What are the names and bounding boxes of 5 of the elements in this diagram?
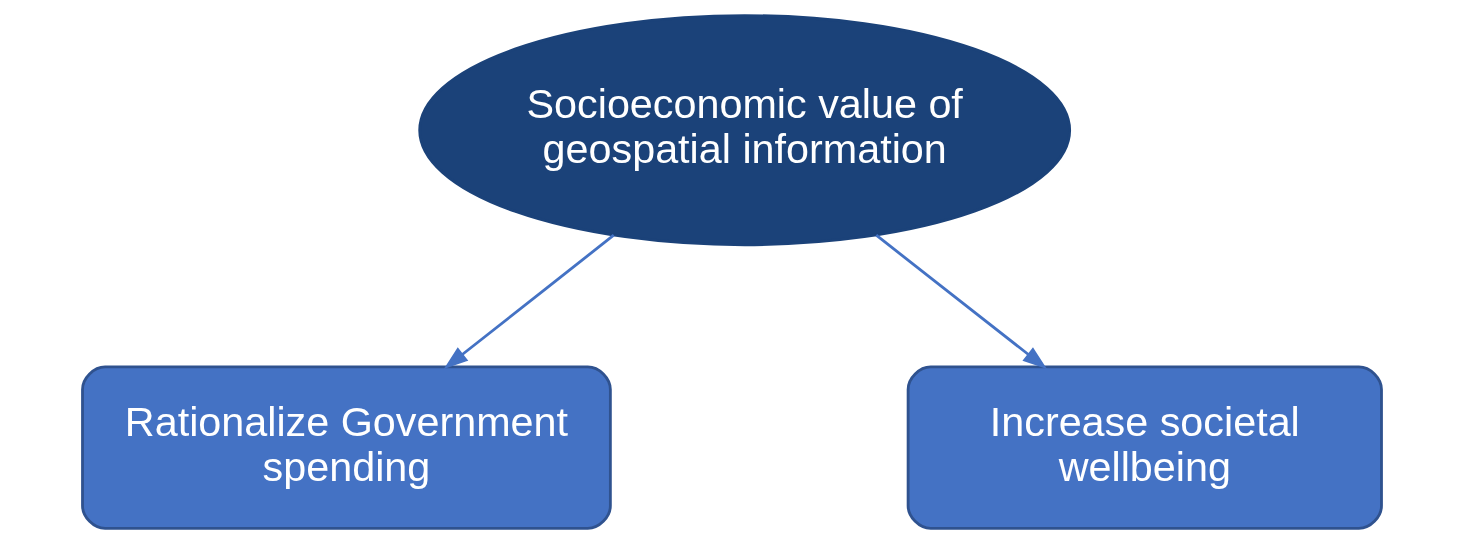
node-box: Rationalize Government spending xyxy=(80,365,612,530)
node-ellipse: Socioeconomic value of geospatial information xyxy=(417,14,1071,247)
arrow xyxy=(874,234,1047,370)
node-box: Increase societal wellbeing xyxy=(906,365,1383,530)
arrow xyxy=(443,234,615,370)
